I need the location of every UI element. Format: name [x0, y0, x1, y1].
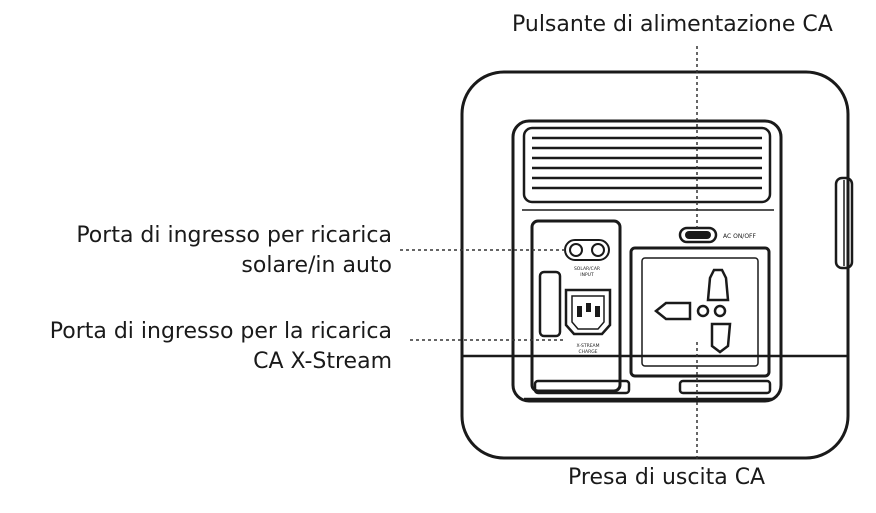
solar-port-mark-line1: SOLAR/CAR [574, 266, 600, 272]
callout-solar-input-line2: solare/in auto [241, 253, 392, 278]
callout-xstream-input-line2: CA X-Stream [253, 349, 392, 374]
front-panel [511, 119, 783, 403]
callout-ac-outlet-text: Presa di uscita CA [568, 465, 766, 490]
xstream-input-port [564, 288, 612, 336]
callout-ac-outlet: Presa di uscita CA [568, 463, 765, 493]
callout-solar-input-line1: Porta di ingresso per ricarica [76, 223, 392, 248]
device-body [460, 70, 854, 460]
ac-button-mark: AC ON/OFF [723, 233, 757, 240]
callout-xstream-input-line1: Porta di ingresso per la ricarica [49, 319, 392, 344]
input-module: SOLAR/CAR INPUT X-STREAM CHARGE [530, 219, 622, 393]
ac-output-outlet [629, 246, 771, 378]
solar-car-input-port [564, 239, 610, 261]
xstream-port-mark-line2: CHARGE [578, 349, 597, 355]
callout-ac-power-button-text: Pulsante di alimentazione CA [512, 12, 833, 37]
callout-solar-input: Porta di ingresso per ricarica solare/in… [76, 221, 392, 281]
xstream-port-mark-line1: X-STREAM [576, 343, 599, 349]
callout-xstream-input: Porta di ingresso per la ricarica CA X-S… [50, 317, 392, 377]
base-rails [524, 379, 772, 401]
callout-ac-power-button: Pulsante di alimentazione CA [512, 10, 833, 40]
vent-grille [522, 126, 772, 204]
leader-lines [400, 46, 698, 462]
solar-port-mark-line2: INPUT [580, 272, 594, 278]
ac-power-button [678, 226, 718, 244]
